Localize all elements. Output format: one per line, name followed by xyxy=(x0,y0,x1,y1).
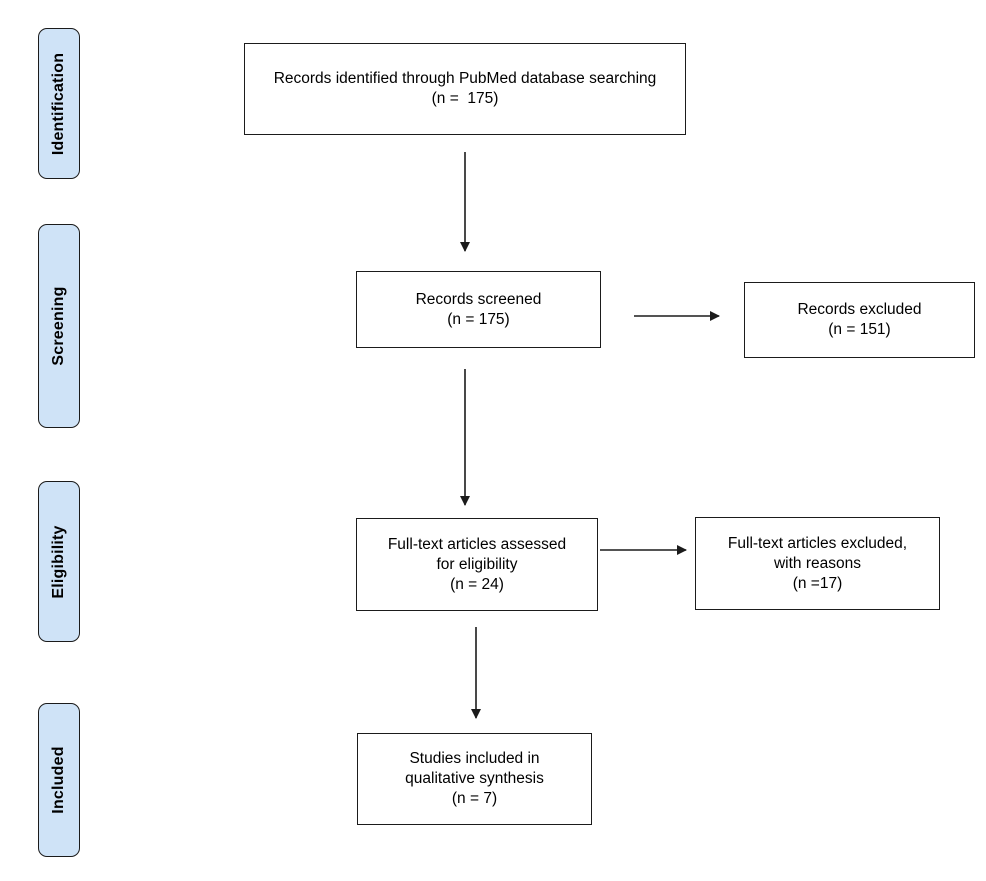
box-fulltext-excluded-line2: with reasons xyxy=(773,554,861,572)
box-fulltext-assessed: Full-text articles assessed for eligibil… xyxy=(356,518,598,611)
box-records-identified-line1: Records identified through PubMed databa… xyxy=(273,70,657,87)
box-records-identified: Records identified through PubMed databa… xyxy=(244,43,686,135)
box-records-excluded-count: (n = 151) xyxy=(828,321,891,338)
box-fulltext-assessed-line2: for eligibility xyxy=(436,555,518,573)
box-records-screened-line1: Records screened xyxy=(415,290,542,308)
box-studies-included-count: (n = 7) xyxy=(451,790,498,807)
box-fulltext-excluded: Full-text articles excluded, with reason… xyxy=(695,517,940,610)
box-records-excluded-line1: Records excluded xyxy=(797,301,922,318)
box-records-identified-count: (n = 175) xyxy=(431,90,499,107)
phase-screening: Screening xyxy=(38,224,80,428)
box-records-excluded: Records excluded (n = 151) xyxy=(744,282,975,358)
box-fulltext-assessed-count: (n = 24) xyxy=(450,575,504,593)
phase-eligibility: Eligibility xyxy=(38,481,80,642)
box-fulltext-assessed-line1: Full-text articles assessed xyxy=(387,535,567,553)
phase-included: Included xyxy=(38,703,80,857)
box-studies-included-line2: qualitative synthesis xyxy=(405,770,544,787)
box-fulltext-excluded-line1: Full-text articles excluded, xyxy=(727,534,908,552)
box-records-screened: Records screened (n = 175) xyxy=(356,271,601,348)
box-studies-included: Studies included in qualitative synthesi… xyxy=(357,733,592,825)
box-fulltext-excluded-count: (n =17) xyxy=(792,574,843,592)
phase-identification: Identification xyxy=(38,28,80,179)
box-studies-included-line1: Studies included in xyxy=(409,750,540,767)
box-records-screened-count: (n = 175) xyxy=(447,310,510,328)
